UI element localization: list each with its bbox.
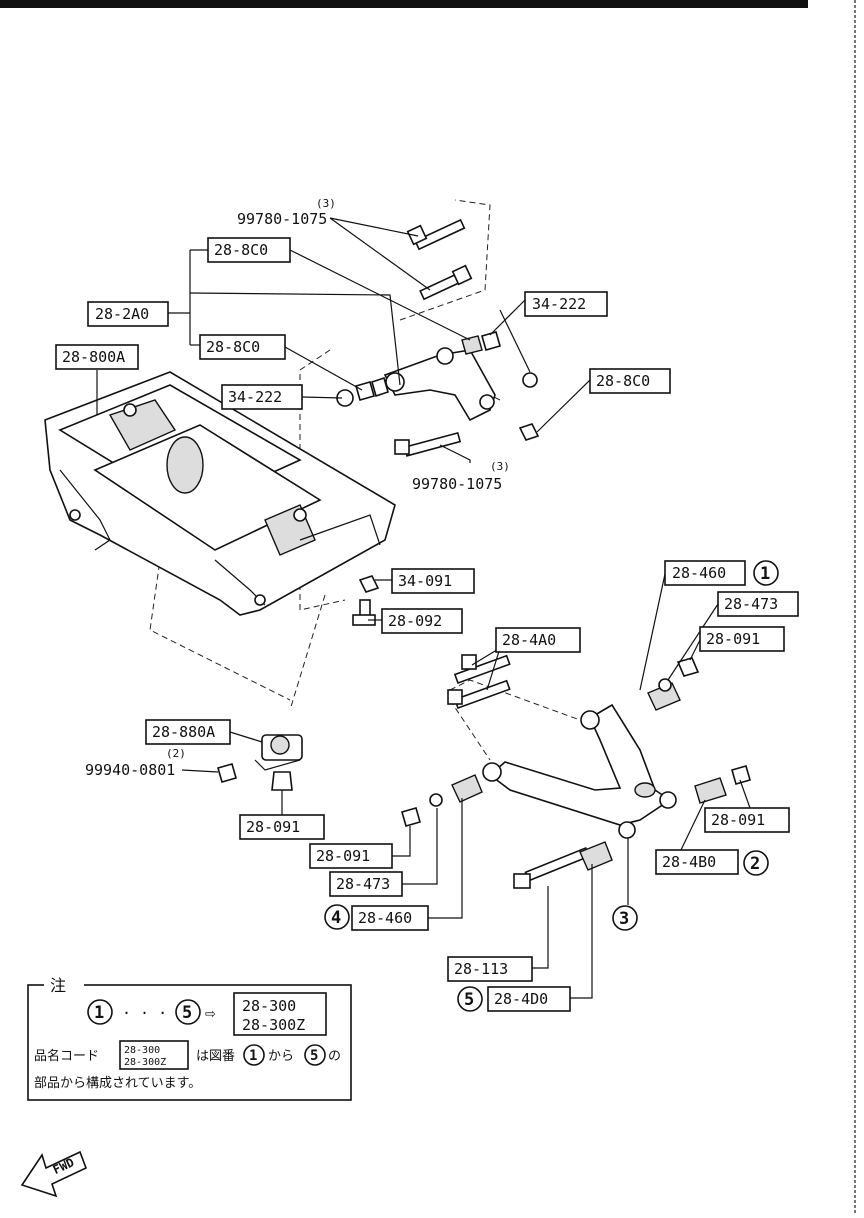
note-text1: 品名コード (34, 1048, 99, 1064)
label-bolt-set: 28-4A0 (502, 631, 556, 649)
callout-1: 1 (760, 564, 770, 584)
fwd-arrow-icon: FWD (20, 1150, 88, 1198)
callout-3: 3 (619, 909, 629, 929)
note-code-b: 28-300Z (242, 1016, 305, 1034)
callout-2: 2 (750, 854, 760, 874)
bolt-4a0-2 (447, 679, 511, 710)
top-rule (0, 0, 808, 8)
note-title: 注 (50, 976, 66, 995)
leader-lines (96, 217, 751, 999)
label-washer-left: 28-473 (336, 875, 390, 893)
note-range-to: 5 (182, 1003, 192, 1023)
lower-hardware (401, 654, 751, 889)
note-small-b: 28-300Z (124, 1057, 166, 1068)
label-bolt-bottom: 28-113 (454, 960, 508, 978)
callout-5: 5 (464, 990, 474, 1010)
bolt-28-113 (513, 846, 591, 889)
note-text3: から (268, 1049, 294, 1064)
note-range-from: 1 (94, 1003, 104, 1023)
lower-arm (482, 703, 677, 839)
upper-hardware (336, 218, 540, 457)
note-c-from: 1 (249, 1048, 257, 1064)
label-arm-upper-b: 28-8C0 (206, 338, 260, 356)
note-box: 注 1 · · · 5 ⇨ 28-300 28-300Z 品名コード 28-30… (27, 976, 352, 1101)
note-small-a: 28-300 (124, 1045, 160, 1056)
label-nut-top: 28-091 (706, 630, 760, 648)
label-nut-right: 34-222 (532, 295, 586, 313)
bolt-lower-1 (394, 431, 462, 457)
callout-4: 4 (331, 908, 341, 928)
note-text5: 部品から構成されています。 (34, 1076, 201, 1091)
label-washer-top: 28-473 (724, 595, 778, 613)
callouts: 1 2 3 4 5 (324, 560, 779, 1012)
mid-hardware (352, 575, 380, 626)
part-labels: (3) 99780-1075 28-8C0 28-2A0 28-8C0 28-8… (55, 197, 799, 1012)
label-bushing-left: 28-460 (358, 909, 412, 927)
label-nut-right2: 28-091 (711, 811, 765, 829)
label-mount-bolt-qty: (2) (166, 747, 186, 760)
label-arm-assy: 28-2A0 (95, 305, 149, 323)
label-mount: 28-880A (152, 723, 215, 741)
note-code-a: 28-300 (242, 997, 296, 1015)
upper-arm (383, 347, 496, 422)
label-nut-mid: 34-091 (398, 572, 452, 590)
note-c-to: 5 (310, 1048, 318, 1064)
bolt-upper-2 (419, 264, 473, 301)
label-bolt-upper: 99780-1075 (237, 210, 327, 228)
label-bolt-upper-qty: (3) (316, 197, 336, 210)
label-nut-left: 34-222 (228, 388, 282, 406)
label-arm-upper-a: 28-8C0 (214, 241, 268, 259)
label-bolt-lower-qty: (3) (490, 460, 510, 473)
note-dots: · · · (122, 1004, 167, 1022)
label-bolt-lower: 99780-1075 (412, 475, 502, 493)
label-arm-right: 28-8C0 (596, 372, 650, 390)
label-mount-nut: 28-091 (246, 818, 300, 836)
label-mount-bolt: 99940-0801 (85, 761, 175, 779)
crossmember-frame (44, 371, 396, 616)
label-nut-left2: 28-091 (316, 847, 370, 865)
note-text2: は図番 (196, 1049, 235, 1064)
label-bushing-right: 28-4B0 (662, 853, 716, 871)
bolt-upper-1 (406, 218, 466, 251)
note-text4: の (328, 1049, 341, 1064)
mount (217, 734, 303, 791)
label-crossmember: 28-800A (62, 348, 125, 366)
note-arrow: ⇨ (205, 1007, 216, 1022)
label-bolt-mid: 28-092 (388, 612, 442, 630)
label-bushing-bottom: 28-4D0 (494, 990, 548, 1008)
label-bushing-top: 28-460 (672, 564, 726, 582)
